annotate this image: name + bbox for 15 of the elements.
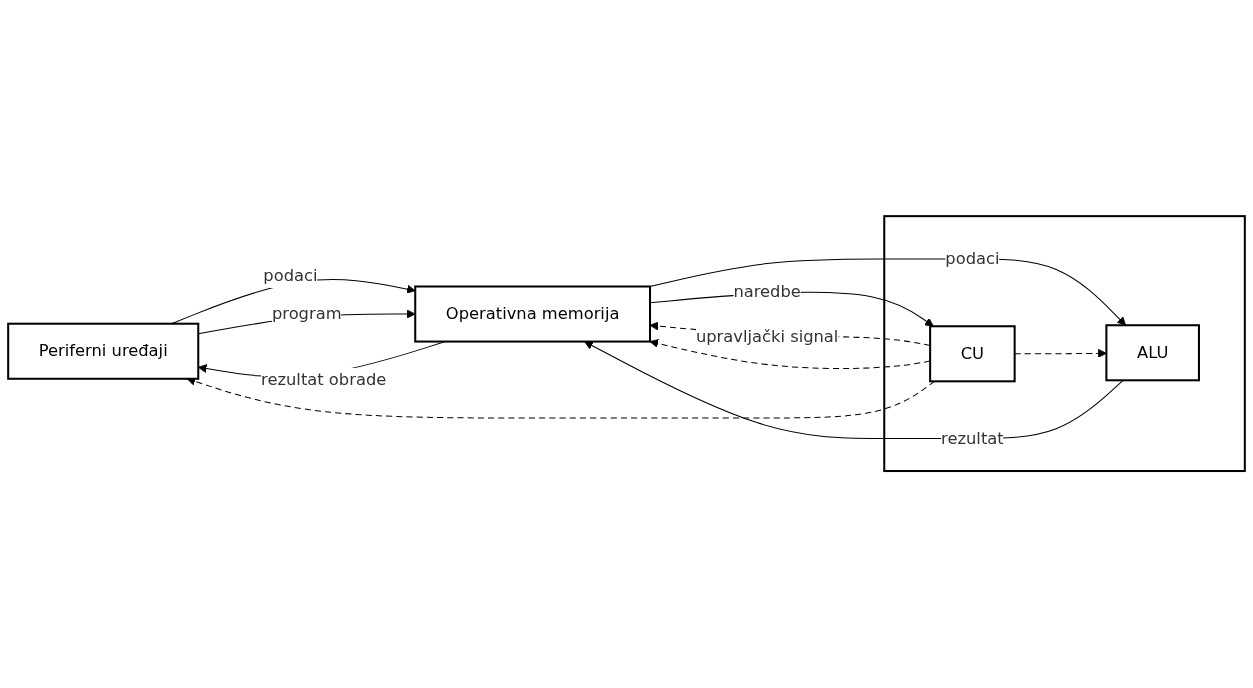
arrow bbox=[584, 341, 1124, 440]
edge-label: podaci bbox=[263, 265, 318, 286]
node-box: Operativna memorija bbox=[414, 285, 652, 343]
edge-label: naredbe bbox=[733, 281, 801, 302]
cluster bbox=[883, 215, 1246, 473]
edge-label: rezultat obrade bbox=[261, 370, 387, 390]
node-box: ALU bbox=[1105, 324, 1200, 382]
node-box: CU bbox=[929, 325, 1016, 383]
edge-label: program bbox=[271, 304, 342, 324]
arrow bbox=[1014, 349, 1107, 359]
edge-label: upravljački signal bbox=[695, 326, 839, 347]
edge-label: rezultat bbox=[941, 428, 1004, 448]
edge-label: podaci bbox=[945, 249, 1000, 269]
arrow bbox=[649, 339, 931, 370]
node-box: Periferni uređaji bbox=[7, 323, 200, 381]
